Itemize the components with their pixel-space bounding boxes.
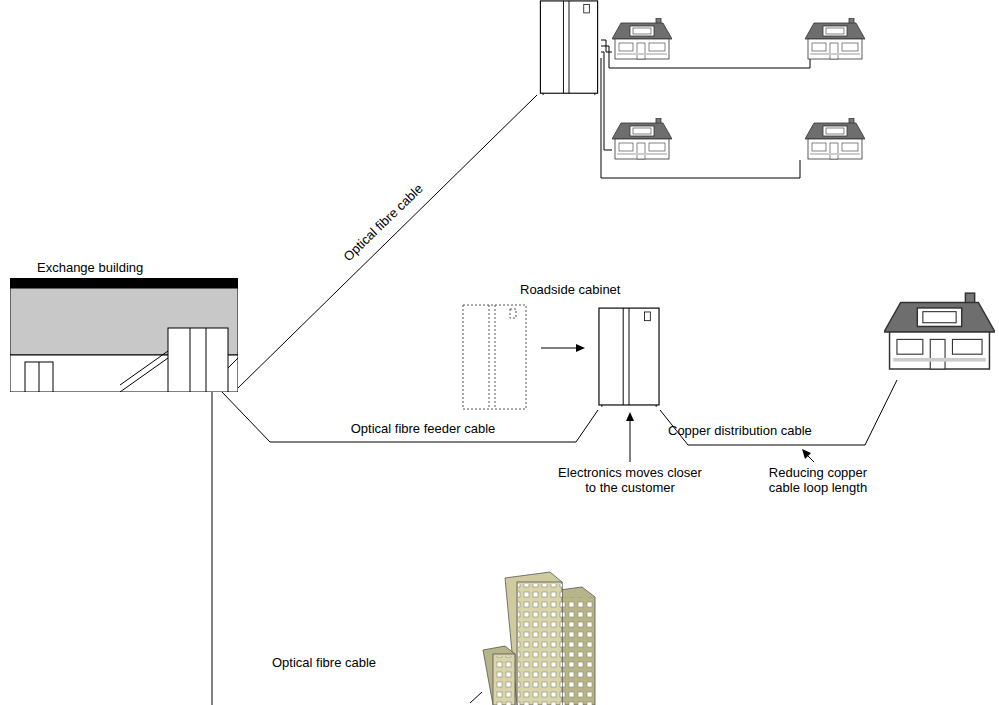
roadside-cabinet-art xyxy=(455,280,665,410)
edge-label: Optical fibre feeder cable xyxy=(349,421,498,436)
cable-label: Optical fibre cable xyxy=(272,655,376,670)
roadside-cabinet: Roadside cabinet xyxy=(455,280,665,410)
exchange-building: Exchange building xyxy=(10,258,238,392)
callout-note: Electronics moves closer to the customer xyxy=(556,465,704,495)
fibre-connector xyxy=(222,392,598,442)
callout-note: Reducing copper cable loop length xyxy=(759,465,877,495)
node-heading: Roadside cabinet xyxy=(520,282,620,297)
cable-label: Optical fibre cable xyxy=(340,180,425,263)
exchange-building-art xyxy=(10,258,238,392)
cable-label: Copper distribution cable xyxy=(668,423,812,438)
node-heading: Exchange building xyxy=(37,260,143,275)
